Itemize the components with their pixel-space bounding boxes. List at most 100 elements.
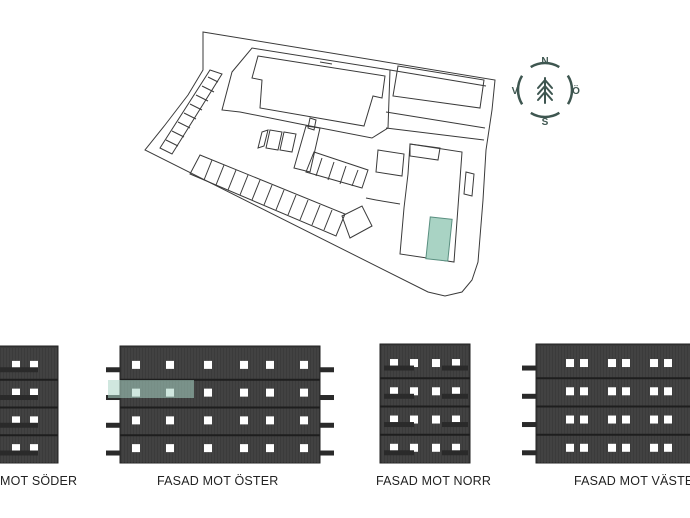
balcony (320, 367, 334, 373)
window (452, 387, 460, 396)
window (452, 359, 460, 368)
window (390, 415, 398, 424)
balcony (442, 393, 468, 399)
compass-south: S (542, 117, 549, 128)
window (300, 388, 308, 397)
facade-south (0, 345, 59, 464)
balcony (0, 422, 38, 428)
balcony (106, 450, 120, 456)
facade-highlight (108, 380, 194, 398)
balcony (320, 450, 334, 456)
balcony (522, 365, 536, 371)
window (12, 388, 20, 397)
balcony (320, 395, 334, 401)
window (622, 443, 630, 452)
facade-east (106, 345, 334, 464)
parking-row-west (159, 69, 223, 155)
window (622, 359, 630, 368)
window (390, 359, 398, 368)
window (410, 387, 418, 396)
parking-row-middle (257, 125, 369, 189)
balcony (0, 367, 38, 373)
compass-east: Ö (572, 84, 580, 97)
window (432, 359, 440, 368)
window (12, 444, 20, 453)
building-northeast (392, 65, 485, 109)
plan-highlight (425, 216, 453, 262)
caption-south: MOT SÖDER (0, 474, 78, 488)
window (566, 359, 574, 368)
window (650, 443, 658, 452)
window (240, 388, 248, 397)
window (30, 388, 38, 397)
balcony (442, 422, 468, 428)
site-plan (144, 31, 496, 297)
balcony (106, 422, 120, 428)
window (390, 387, 398, 396)
window (608, 359, 616, 368)
window (204, 444, 212, 453)
facade-wall (119, 345, 321, 464)
window (664, 359, 672, 368)
balcony (522, 450, 536, 456)
window (300, 416, 308, 425)
balcony (384, 393, 414, 399)
window (240, 444, 248, 453)
balcony (0, 450, 38, 456)
balcony (320, 422, 334, 428)
window (650, 359, 658, 368)
site-boundary (144, 31, 496, 297)
window (300, 444, 308, 453)
window (580, 387, 588, 396)
tree-icon (537, 77, 553, 104)
building-north (251, 55, 386, 127)
window (622, 387, 630, 396)
window (452, 443, 460, 452)
window (566, 387, 574, 396)
balcony (442, 365, 468, 371)
window (12, 360, 20, 369)
parking-row-south (189, 154, 346, 237)
balcony (384, 365, 414, 371)
window (204, 416, 212, 425)
caption-north: FASAD MOT NORR (376, 474, 492, 488)
window (266, 360, 274, 369)
window (410, 359, 418, 368)
window (166, 444, 174, 453)
compass-north: N (541, 56, 548, 67)
building-southeast (399, 143, 463, 263)
window (566, 443, 574, 452)
window (266, 444, 274, 453)
window (622, 415, 630, 424)
compass-west: V (512, 86, 519, 97)
window (204, 360, 212, 369)
window (410, 415, 418, 424)
window (608, 443, 616, 452)
window (132, 444, 140, 453)
window (390, 443, 398, 452)
window (432, 443, 440, 452)
window (664, 387, 672, 396)
window (432, 415, 440, 424)
window (132, 416, 140, 425)
window (664, 443, 672, 452)
caption-west: FASAD MOT VÄSTER (574, 474, 690, 488)
window (300, 360, 308, 369)
window (166, 416, 174, 425)
window (204, 388, 212, 397)
window (432, 387, 440, 396)
compass: N S V Ö (512, 56, 580, 128)
window (266, 388, 274, 397)
window (132, 360, 140, 369)
window (580, 359, 588, 368)
window (30, 416, 38, 425)
window (410, 443, 418, 452)
window (30, 360, 38, 369)
window (608, 387, 616, 396)
window (650, 387, 658, 396)
window (452, 415, 460, 424)
window (580, 443, 588, 452)
window (650, 415, 658, 424)
window (166, 360, 174, 369)
